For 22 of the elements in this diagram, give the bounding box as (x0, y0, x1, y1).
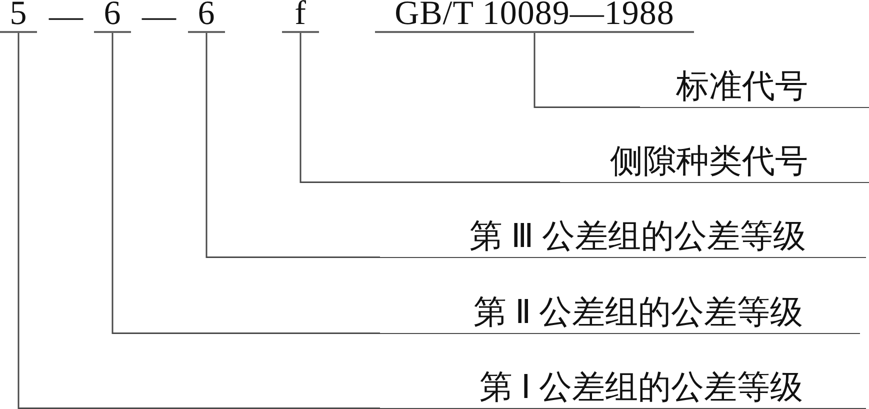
underlined-code (188, 0, 225, 33)
code-text: GB/T 10089—1988 (394, 0, 674, 31)
separator-dash: — (140, 0, 178, 34)
code-text: 5 (10, 0, 28, 31)
code-text: 6 (198, 0, 216, 31)
underlined-code (94, 0, 131, 33)
code-text: f (294, 0, 306, 31)
leader-line (112, 33, 380, 334)
description-text: 第 Ⅰ 公差组的公差等级 (480, 369, 803, 408)
description-text: 侧隙种类代号 (610, 143, 808, 182)
leader-line (18, 33, 380, 409)
description-text: 标准代号 (676, 68, 808, 107)
separator-dash: — (48, 0, 84, 34)
leader-line (300, 33, 560, 183)
leader-line (534, 33, 640, 108)
leader-line (206, 33, 380, 258)
description-text: 第 Ⅲ 公差组的公差等级 (470, 218, 806, 257)
underlined-code (282, 0, 319, 33)
description-text: 第 Ⅱ 公差组的公差等级 (474, 294, 803, 333)
underlined-code (0, 0, 37, 33)
code-text: 6 (104, 0, 122, 31)
underlined-code (375, 0, 694, 33)
